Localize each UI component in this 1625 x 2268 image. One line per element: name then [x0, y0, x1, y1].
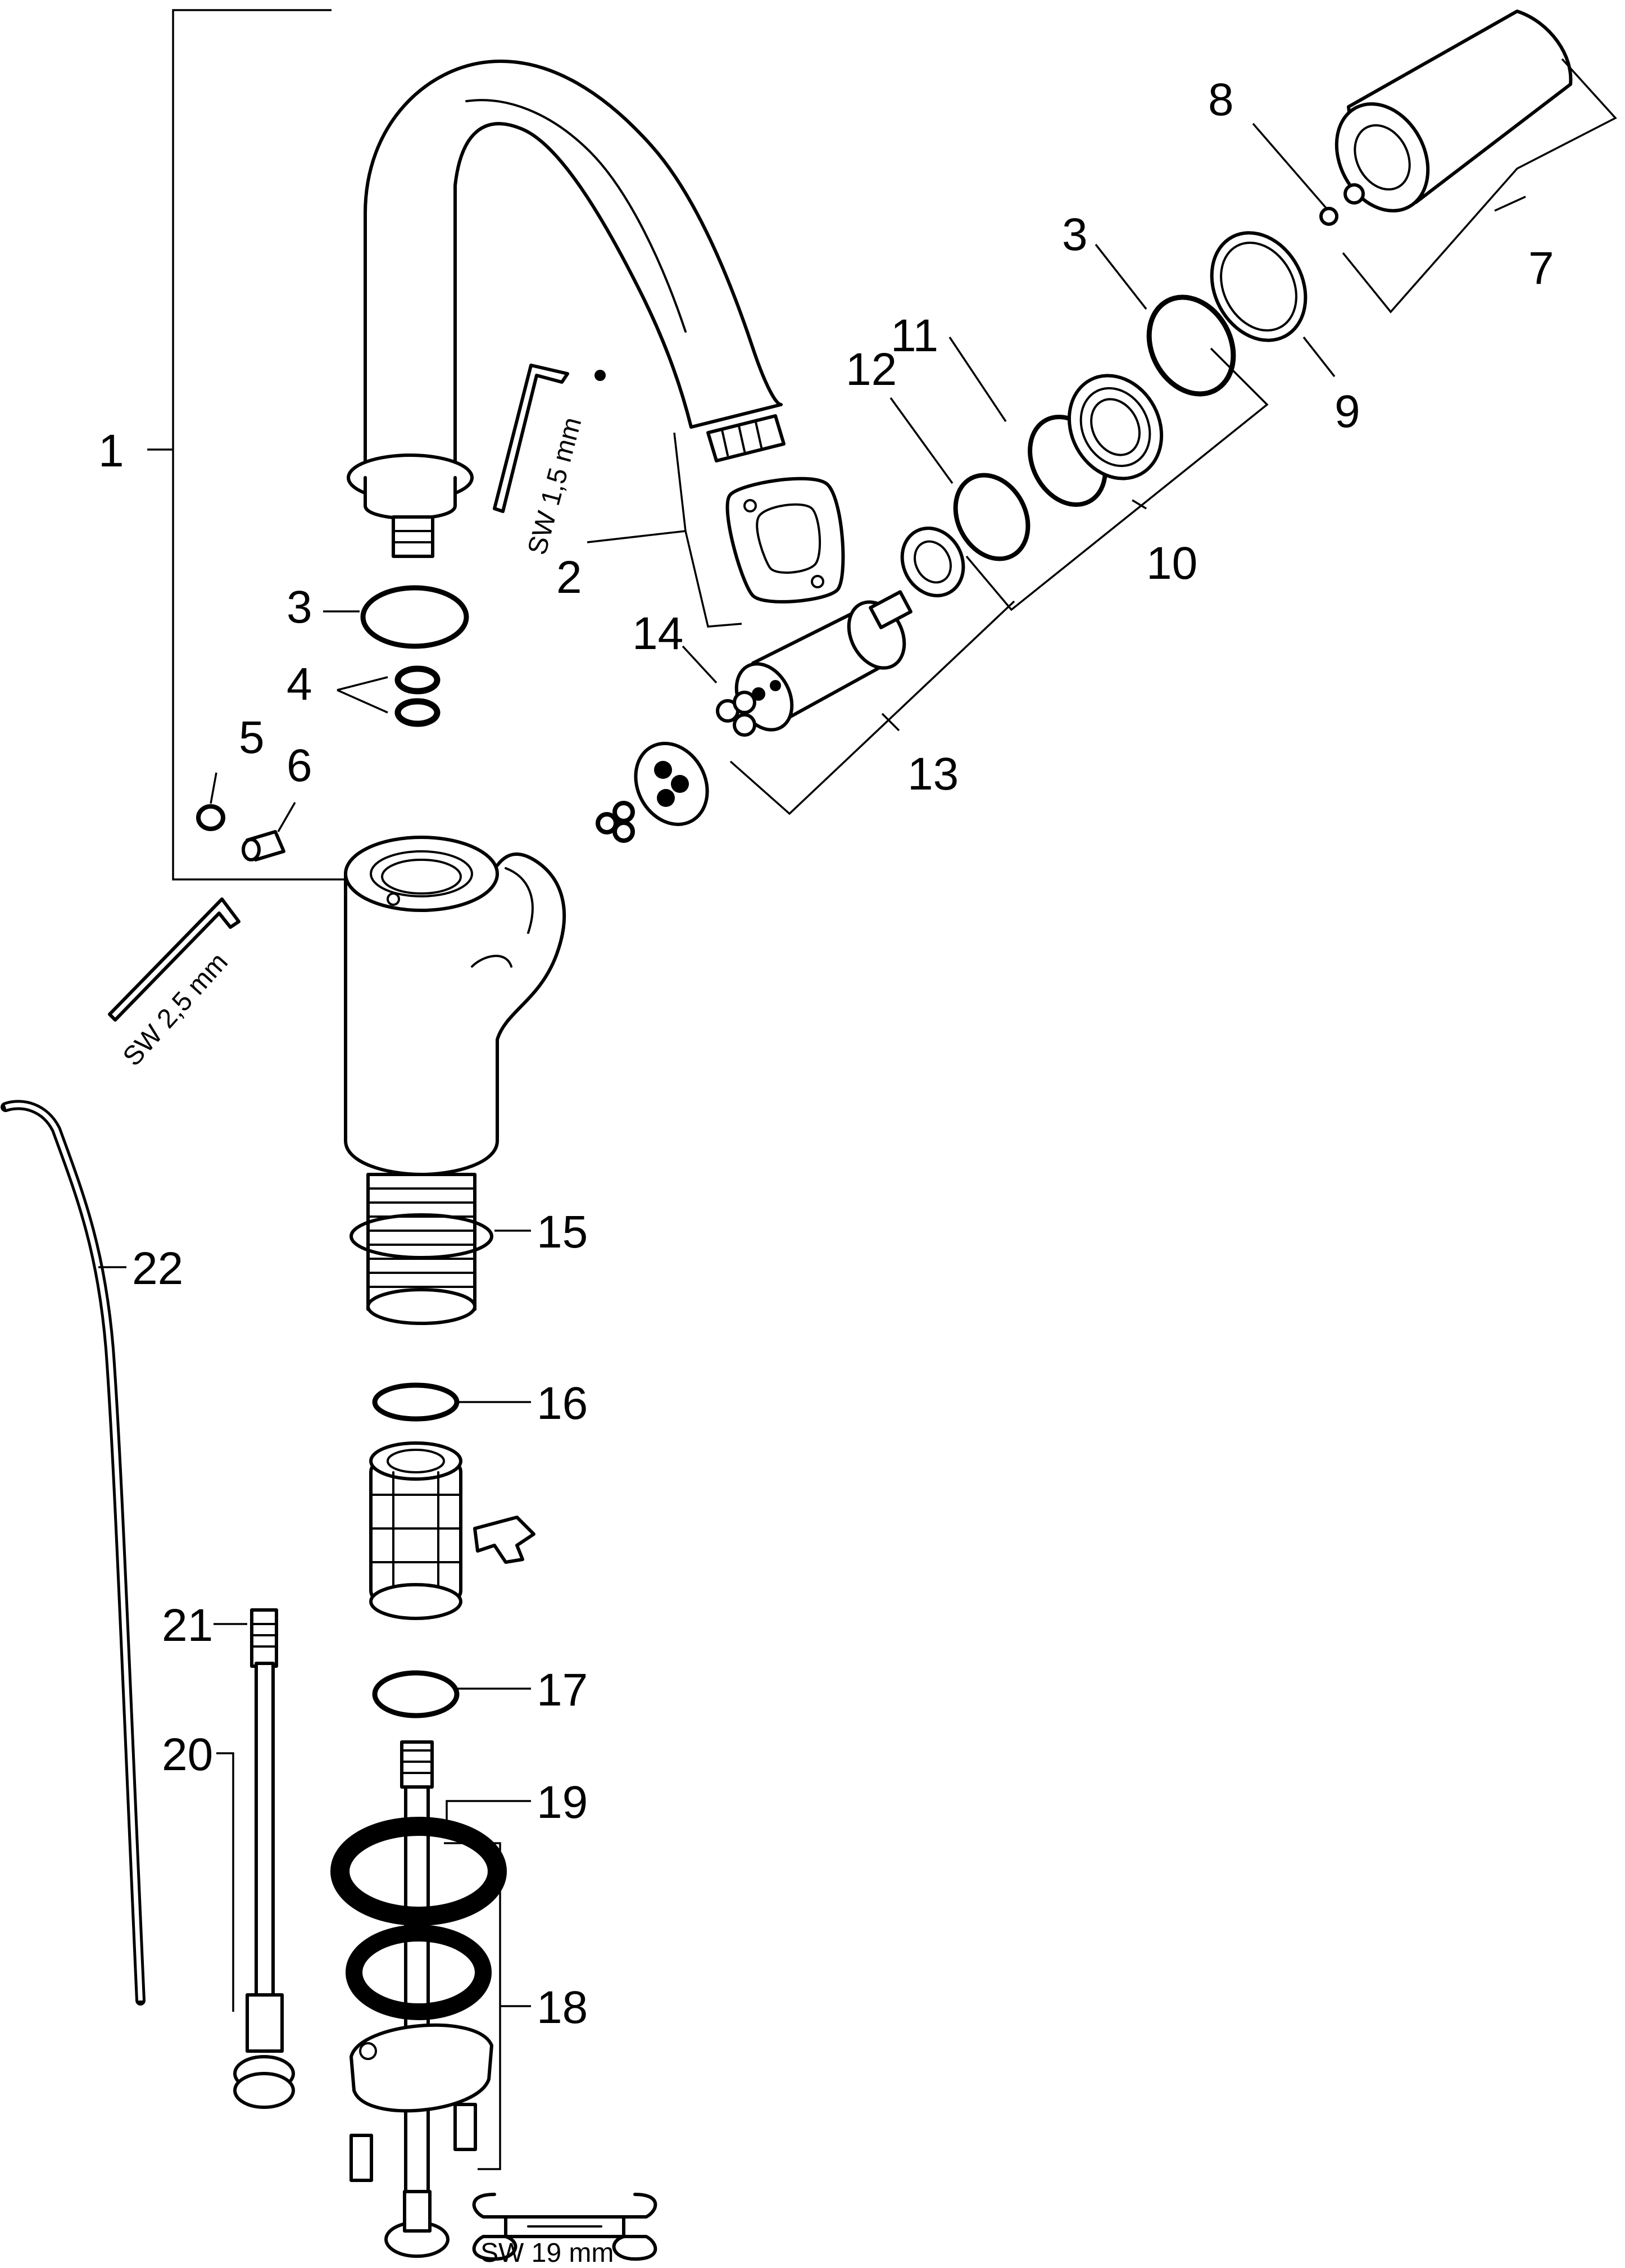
callout-12: 12	[846, 344, 897, 395]
threaded-rod-19	[400, 1740, 434, 2210]
lift-rod-22-inner	[4, 1103, 143, 2001]
callout-7: 7	[1528, 243, 1554, 294]
callout-6: 6	[287, 740, 312, 791]
nut-5	[196, 804, 225, 831]
nut-12	[900, 527, 965, 597]
callout-21: 21	[162, 1600, 213, 1651]
screw-8	[1319, 183, 1365, 226]
tap-body	[344, 836, 566, 1176]
callout-labels: 1 2 3 3 4 5 6 7 8 9 10 11 12 13 14 15 16…	[98, 74, 1554, 2033]
hex-key-large	[108, 897, 240, 1022]
rings-4	[394, 665, 441, 727]
o-ring-17	[372, 1670, 460, 1718]
rod-nut	[384, 2190, 450, 2258]
hex-key-small	[493, 364, 606, 513]
callout-19: 19	[537, 1777, 588, 1828]
valve-insert	[369, 1441, 462, 1620]
callout-3b: 3	[1062, 209, 1088, 260]
callout-1: 1	[98, 425, 124, 477]
callout-14: 14	[632, 608, 683, 659]
seal-pieces	[596, 801, 635, 843]
grub-screw-6	[242, 830, 285, 861]
spout-part	[347, 60, 783, 558]
ring-9	[1210, 231, 1308, 342]
callout-8: 8	[1208, 74, 1234, 125]
handle-7	[1335, 10, 1573, 213]
cartridge-base	[634, 742, 709, 826]
callout-16: 16	[537, 1378, 588, 1429]
callout-4: 4	[287, 659, 312, 710]
o-ring-16	[372, 1382, 460, 1422]
callout-3a: 3	[287, 582, 312, 633]
wrench-label: SW 19 mm	[480, 2238, 614, 2268]
leader-lines	[98, 9, 1617, 2170]
callout-5: 5	[239, 712, 265, 763]
screws-18	[349, 2103, 477, 2182]
callout-10: 10	[1146, 538, 1197, 589]
callout-15: 15	[537, 1206, 588, 1258]
callout-9: 9	[1335, 386, 1360, 437]
cartridge-13	[734, 590, 913, 732]
clip	[473, 1516, 535, 1564]
o-ring-3-right	[1146, 294, 1236, 397]
callout-22: 22	[132, 1243, 183, 1294]
aerator-insert	[706, 414, 786, 462]
o-ring-12	[953, 473, 1031, 561]
callout-13: 13	[907, 749, 959, 800]
o-ring-3-left	[360, 585, 469, 649]
callout-2: 2	[556, 552, 582, 603]
callout-11: 11	[891, 310, 938, 361]
sleeve-10	[1067, 374, 1164, 480]
gasket-plate	[725, 477, 845, 604]
callout-20: 20	[162, 1729, 213, 1780]
hex-key-large-label: SW 2,5 mm	[117, 947, 234, 1072]
threaded-shank	[349, 1173, 493, 1325]
hex-key-small-label: SW 1,5 mm	[522, 414, 587, 558]
callout-18: 18	[537, 1982, 588, 2033]
hose-20	[233, 1608, 295, 2109]
seal-14	[716, 691, 756, 737]
washers-18	[330, 1817, 507, 2113]
wrench	[472, 2193, 657, 2261]
callout-17: 17	[537, 1664, 588, 1716]
